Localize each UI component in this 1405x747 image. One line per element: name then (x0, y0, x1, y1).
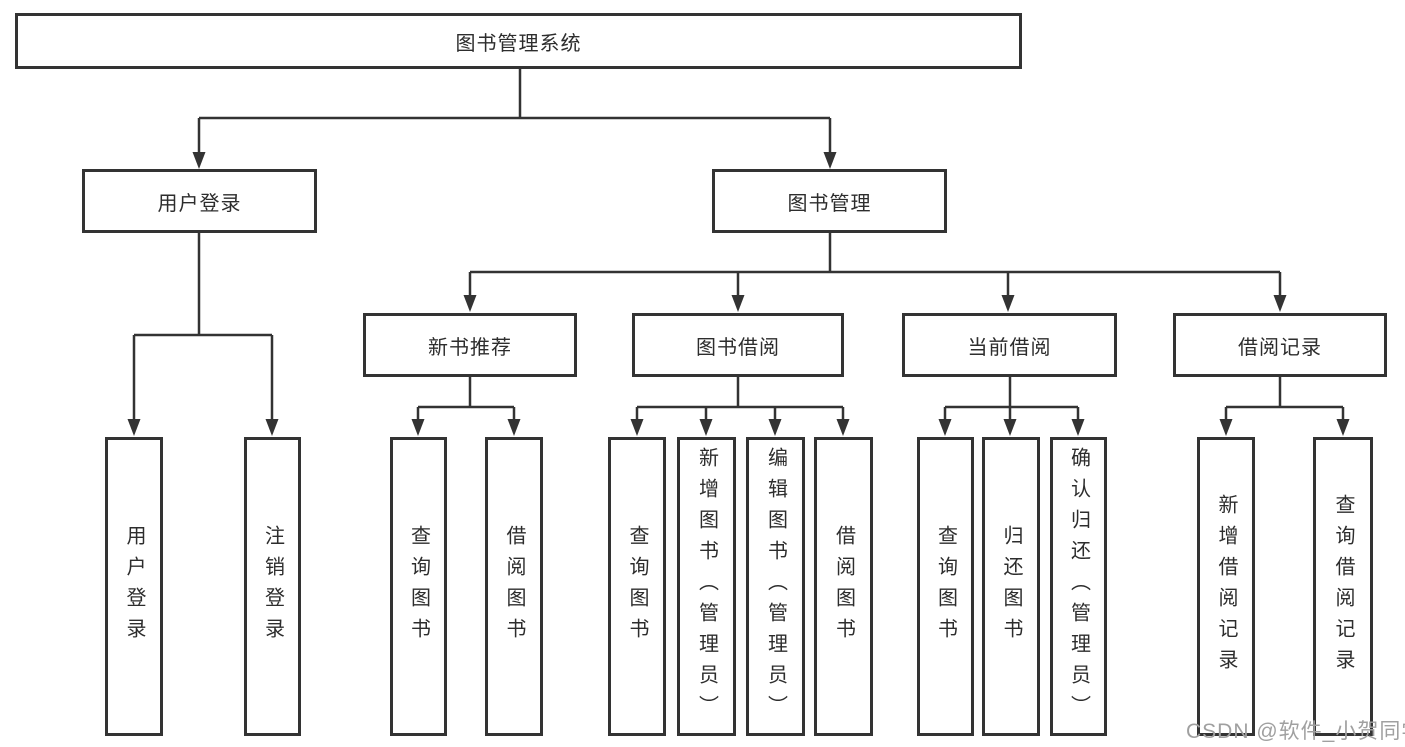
leaf-recommend-query-books: 查询图书 (390, 437, 447, 736)
leaf-add-books-admin-label: 新增图书（管理员） (695, 447, 718, 726)
leaf-confirm-return-admin: 确认归还（管理员） (1050, 437, 1107, 736)
leaf-borrowing-query-books-label: 查询图书 (626, 524, 648, 649)
leaf-query-borrow-record: 查询借阅记录 (1313, 437, 1373, 736)
leaf-user-login: 用户登录 (105, 437, 163, 736)
leaf-recommend-borrow-books: 借阅图书 (485, 437, 543, 736)
leaf-edit-books-admin-label: 编辑图书（管理员） (764, 447, 787, 726)
node-root-label: 图书管理系统 (455, 32, 582, 55)
leaf-borrow-books: 借阅图书 (814, 437, 873, 736)
leaf-return-books: 归还图书 (982, 437, 1040, 736)
node-user-login-label: 用户登录 (157, 192, 242, 215)
leaf-user-login-label: 用户登录 (123, 524, 145, 649)
node-user-login: 用户登录 (82, 169, 317, 233)
leaf-logout-label: 注销登录 (261, 524, 284, 649)
node-root: 图书管理系统 (15, 13, 1022, 69)
node-book-borrowing-label: 图书借阅 (696, 336, 780, 359)
node-book-management: 图书管理 (712, 169, 947, 233)
leaf-recommend-query-books-label: 查询图书 (407, 524, 430, 649)
node-book-management-label: 图书管理 (787, 192, 872, 215)
node-current-borrowing: 当前借阅 (902, 313, 1117, 377)
node-new-book-recommend: 新书推荐 (363, 313, 577, 377)
leaf-current-query-books-label: 查询图书 (934, 524, 957, 649)
node-current-borrowing-label: 当前借阅 (967, 336, 1052, 359)
arrowheads (127, 152, 1350, 436)
node-book-borrowing: 图书借阅 (632, 313, 844, 377)
leaf-add-borrow-record: 新增借阅记录 (1197, 437, 1255, 736)
leaf-return-books-label: 归还图书 (1000, 524, 1022, 649)
node-new-book-recommend-label: 新书推荐 (428, 336, 512, 359)
leaf-current-query-books: 查询图书 (917, 437, 974, 736)
leaf-add-borrow-record-label: 新增借阅记录 (1215, 493, 1237, 680)
leaf-borrowing-query-books: 查询图书 (608, 437, 666, 736)
leaf-edit-books-admin: 编辑图书（管理员） (746, 437, 805, 736)
leaf-logout: 注销登录 (244, 437, 301, 736)
csdn-watermark: CSDN @软件_小贺同学 (1186, 720, 1405, 743)
leaf-add-books-admin: 新增图书（管理员） (677, 437, 736, 736)
node-borrow-records: 借阅记录 (1173, 313, 1387, 377)
node-borrow-records-label: 借阅记录 (1238, 336, 1322, 359)
leaf-borrow-books-label: 借阅图书 (832, 524, 855, 649)
leaf-recommend-borrow-books-label: 借阅图书 (503, 524, 525, 649)
leaf-query-borrow-record-label: 查询借阅记录 (1332, 493, 1354, 680)
leaf-confirm-return-admin-label: 确认归还（管理员） (1067, 447, 1090, 726)
